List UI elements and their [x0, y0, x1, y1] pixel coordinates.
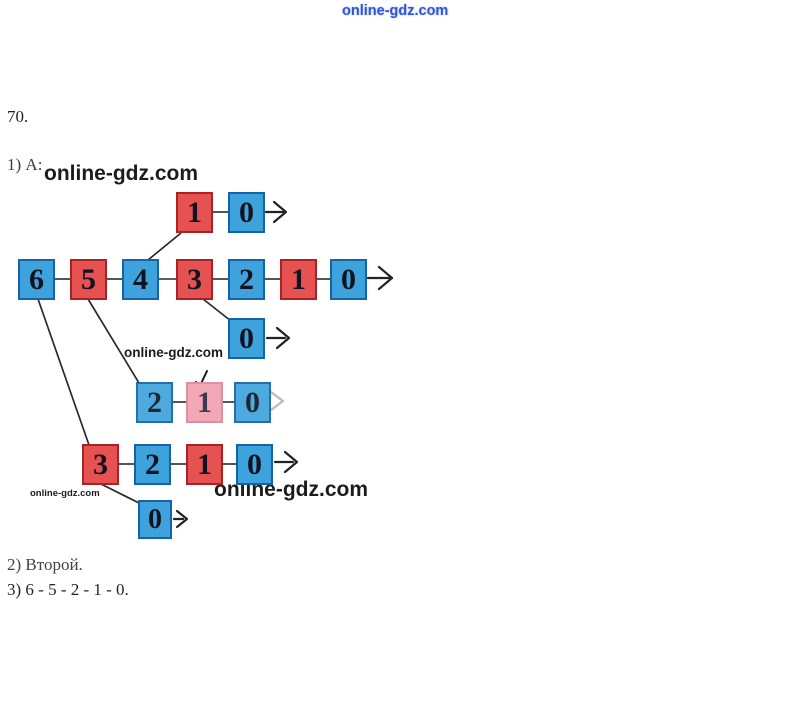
watermark-overlay-mid: online-gdz.com: [124, 345, 223, 360]
box-main-3: 3: [176, 259, 213, 300]
box-branch-bottom-2: 2: [134, 444, 171, 485]
box-branch-lower-1: 1: [186, 382, 223, 423]
box-main-1: 1: [280, 259, 317, 300]
box-main-4: 4: [122, 259, 159, 300]
watermark-overlay-small: online-gdz.com: [30, 488, 100, 499]
box-branch-last-0: 0: [138, 500, 172, 539]
watermark-top: online-gdz.com: [342, 3, 449, 19]
answer-part-2: 2) Второй.: [7, 555, 83, 574]
answer-part-1: 1) А:: [7, 155, 43, 174]
box-branch-lower-0: 0: [234, 382, 271, 423]
watermark-overlay-large: online-gdz.com: [44, 162, 198, 185]
box-branch-bottom-0: 0: [236, 444, 273, 485]
row-connector-lines: [55, 211, 330, 465]
box-branch-bottom-3: 3: [82, 444, 119, 485]
box-branch-mid-0: 0: [228, 318, 265, 359]
problem-number: 70.: [7, 107, 29, 126]
box-branch-top-0: 0: [228, 192, 265, 233]
box-main-2: 2: [228, 259, 265, 300]
box-main-5: 5: [70, 259, 107, 300]
box-main-0: 0: [330, 259, 367, 300]
box-branch-lower-2: 2: [136, 382, 173, 423]
box-main-6: 6: [18, 259, 55, 300]
answer-part-3: 3) 6 - 5 - 2 - 1 - 0.: [7, 580, 129, 599]
box-branch-bottom-1: 1: [186, 444, 223, 485]
box-branch-top-1: 1: [176, 192, 213, 233]
faded-arrow-icon: [269, 390, 285, 412]
